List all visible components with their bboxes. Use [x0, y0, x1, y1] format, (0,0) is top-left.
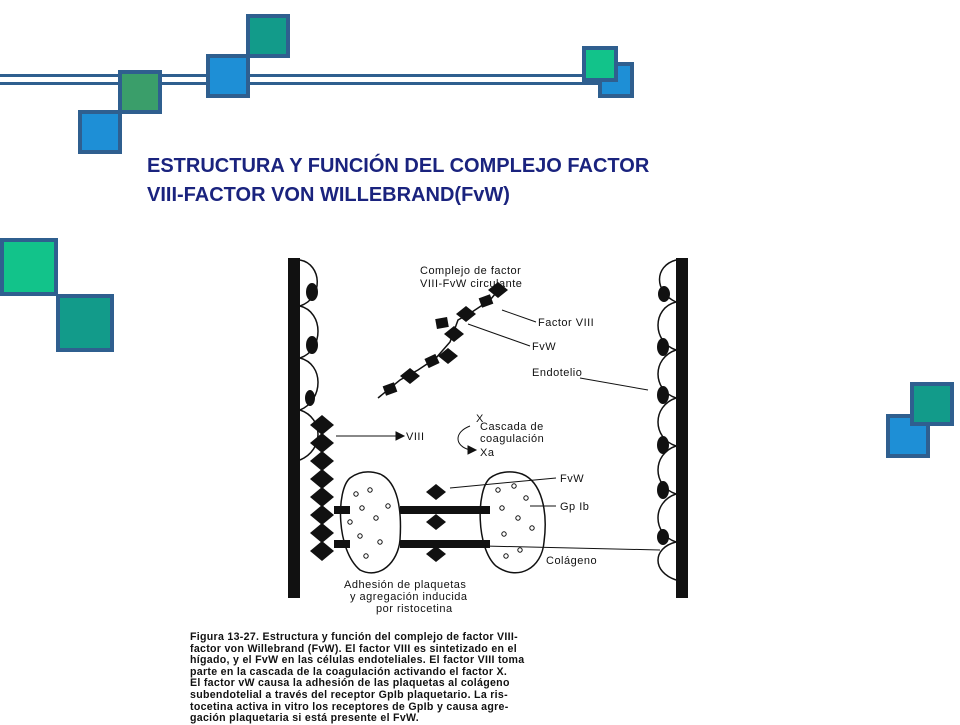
caption-line: hígado, y el FvW en las células endoteli… — [190, 654, 525, 667]
caption-line: parte en la cascada de la coagulación ac… — [190, 665, 508, 678]
left-vessel-wall — [288, 258, 300, 598]
decorative-square-blue — [78, 110, 122, 154]
figure-caption: Figura 13-27. Estructura y función del c… — [190, 631, 790, 725]
decorative-square-teal — [246, 14, 290, 58]
label-fvw: FvW — [532, 341, 556, 353]
label-adhesion-line-2: y agregación inducida — [350, 591, 468, 603]
label-viii: VIII — [406, 431, 425, 443]
caption-line: subendotelial a través del receptor GpIb… — [190, 688, 508, 701]
slide-title-line-2: VIII-FACTOR VON WILLEBRAND(FvW) — [147, 184, 510, 206]
slide-title-line-1: ESTRUCTURA Y FUNCIÓN DEL COMPLEJO FACTOR — [147, 155, 650, 177]
caption-line: Figura 13-27. Estructura y función del c… — [190, 631, 518, 643]
decorative-square-green — [118, 70, 162, 114]
right-endothelium — [657, 259, 677, 581]
right-vessel-wall — [676, 258, 688, 598]
label-adhesion-line-3: por ristocetina — [376, 603, 453, 615]
leader-lines — [336, 309, 661, 551]
caption-line: tocetina activa in vitro los receptores … — [190, 700, 509, 713]
label-adhesion-line-1: Adhesión de plaquetas — [344, 579, 466, 591]
label-complex-line-2: VIII-FvW circulante — [420, 278, 522, 290]
right-cell-nuclei — [657, 286, 670, 545]
platelet-right — [479, 471, 546, 574]
left-endothelium — [299, 259, 319, 461]
label-gpib: Gp Ib — [560, 501, 589, 513]
decorative-line-bottom — [0, 82, 620, 85]
label-factor-viii: Factor VIII — [538, 317, 594, 329]
label-fvw-bound: FvW — [560, 473, 584, 485]
caption-line: El factor vW causa la adhesión de las pl… — [190, 677, 510, 690]
decorative-line-top — [0, 74, 620, 77]
circulating-complex-chain — [377, 282, 508, 399]
gpib-bridges — [334, 484, 490, 562]
label-cascade-line-1: Cascada de — [480, 421, 544, 433]
slide-title: ESTRUCTURA Y FUNCIÓN DEL COMPLEJO FACTOR… — [147, 152, 787, 210]
decorative-square-mint — [582, 46, 618, 82]
label-xa: Xa — [480, 447, 495, 459]
label-colageno: Colágeno — [546, 555, 597, 567]
factor-viii-fvw-diagram: Complejo de factor VIII-FvW circulante F… — [288, 258, 688, 615]
decorative-square-mint — [0, 238, 58, 296]
label-x: X — [476, 413, 484, 425]
decorative-square-teal — [910, 382, 954, 426]
label-cascade-line-2: coagulación — [480, 433, 544, 445]
label-complex-line-1: Complejo de factor — [420, 265, 521, 277]
platelet-left — [339, 471, 402, 574]
label-endotelio: Endotelio — [532, 367, 582, 379]
caption-line: gación plaquetaria si está presente el F… — [190, 712, 419, 725]
left-cell-nuclei — [305, 283, 318, 406]
decorative-square-teal — [56, 294, 114, 352]
caption-line: factor von Willebrand (FvW). El factor V… — [190, 642, 517, 655]
fvw-multimer-stack — [310, 415, 334, 561]
decorative-square-blue — [206, 54, 250, 98]
